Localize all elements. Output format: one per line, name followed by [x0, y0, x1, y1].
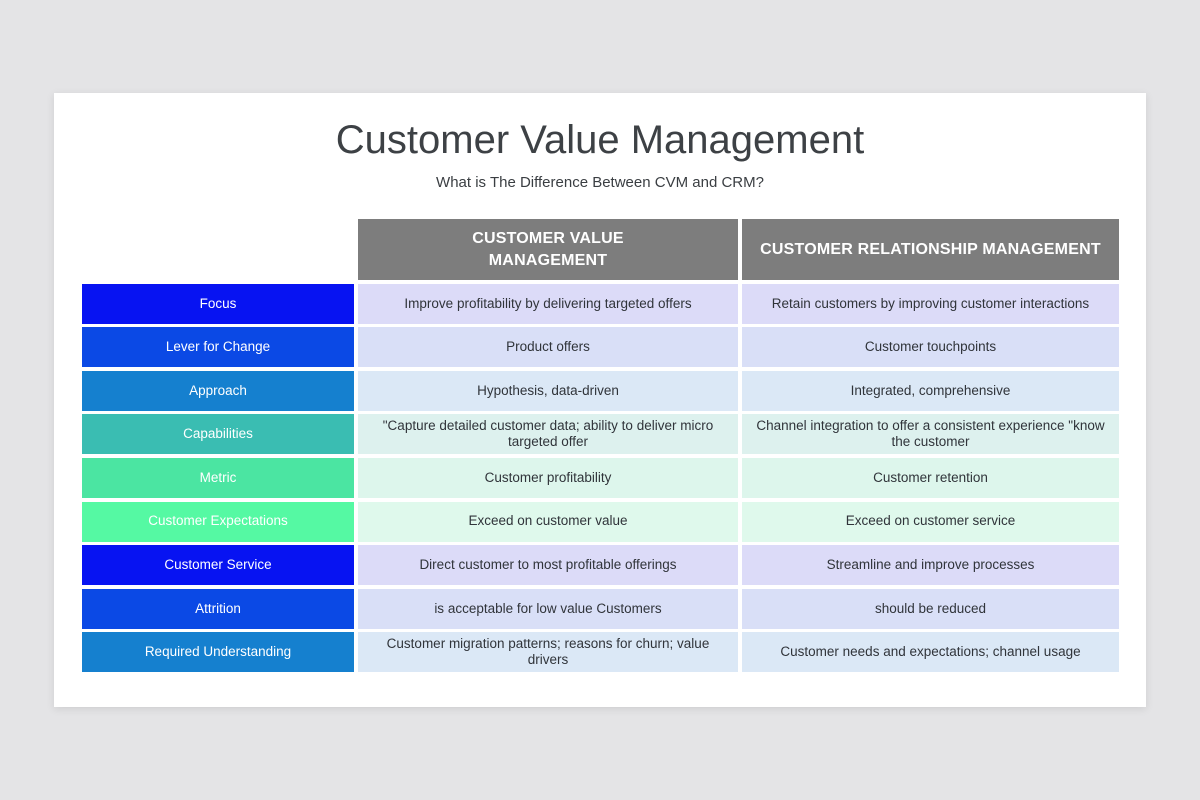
cvm-value-cell: Customer profitability	[358, 457, 738, 498]
cvm-value-cell: Improve profitability by delivering targ…	[358, 283, 738, 324]
cvm-value-cell: Hypothesis, data-driven	[358, 370, 738, 411]
cvm-value-cell: "Capture detailed customer data; ability…	[358, 414, 738, 455]
page-title: Customer Value Management	[335, 118, 865, 162]
crm-value-cell: Streamline and improve processes	[742, 545, 1119, 586]
comparison-table: CUSTOMER VALUE MANAGEMENT CUSTOMER RELAT…	[82, 219, 1119, 673]
row-label-metric: Metric	[82, 457, 354, 498]
column-header-crm-label: CUSTOMER RELATIONSHIP MANAGEMENT	[760, 240, 1101, 258]
row-label-focus: Focus	[82, 283, 354, 324]
crm-value-cell: Customer retention	[742, 457, 1119, 498]
row-label-approach: Approach	[82, 370, 354, 411]
crm-value-cell: Channel integration to offer a consisten…	[742, 414, 1119, 455]
cvm-value-cell: Product offers	[358, 327, 738, 368]
header-spacer	[82, 219, 354, 280]
crm-value-cell: Retain customers by improving customer i…	[742, 283, 1119, 324]
row-label-required-understanding: Required Understanding	[82, 632, 354, 673]
row-label-attrition: Attrition	[82, 588, 354, 629]
column-header-cvm: CUSTOMER VALUE MANAGEMENT	[358, 219, 738, 280]
cvm-value-cell: Exceed on customer value	[358, 501, 738, 542]
crm-value-cell: Customer touchpoints	[742, 327, 1119, 368]
page-subtitle: What is The Difference Between CVM and C…	[436, 174, 764, 191]
cvm-value-cell: Direct customer to most profitable offer…	[358, 545, 738, 586]
row-label-capabilities: Capabilities	[82, 414, 354, 455]
column-header-cvm-label: CUSTOMER VALUE MANAGEMENT	[472, 229, 624, 269]
row-label-lever-for-change: Lever for Change	[82, 327, 354, 368]
cvm-value-cell: Customer migration patterns; reasons for…	[358, 632, 738, 673]
column-header-crm: CUSTOMER RELATIONSHIP MANAGEMENT	[742, 219, 1119, 280]
row-label-customer-service: Customer Service	[82, 545, 354, 586]
crm-value-cell: Integrated, comprehensive	[742, 370, 1119, 411]
row-label-customer-expectations: Customer Expectations	[82, 501, 354, 542]
cvm-value-cell: is acceptable for low value Customers	[358, 588, 738, 629]
crm-value-cell: Customer needs and expectations; channel…	[742, 632, 1119, 673]
crm-value-cell: should be reduced	[742, 588, 1119, 629]
crm-value-cell: Exceed on customer service	[742, 501, 1119, 542]
